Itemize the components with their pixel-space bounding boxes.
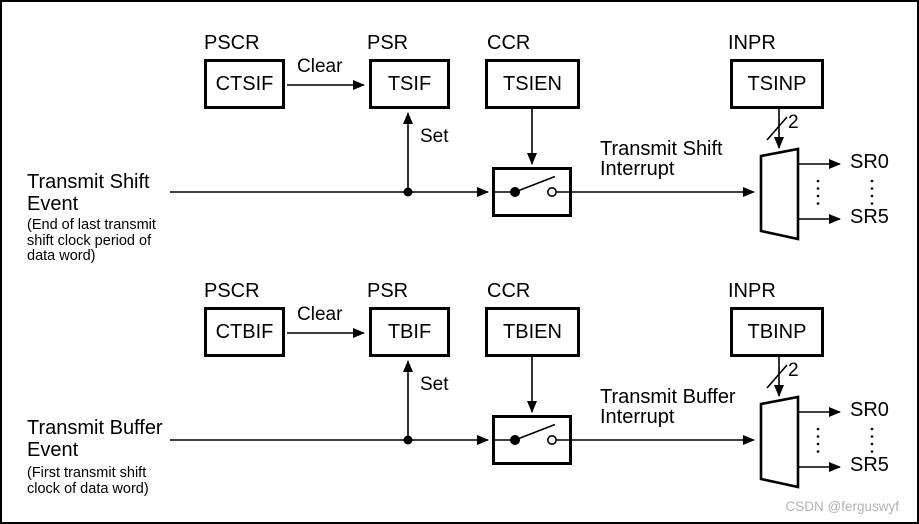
interrupt-label-line2: Interrupt	[600, 405, 675, 428]
event-note: (End of last transmit shift clock period…	[27, 217, 156, 265]
event-note-line3: data word)	[27, 248, 96, 264]
bit-box-enable: TBIEN	[485, 307, 580, 357]
register-label-pscr: PSCR	[204, 32, 260, 54]
register-label-psr: PSR	[367, 32, 409, 54]
demux-shape	[759, 395, 800, 489]
demux-outputs	[798, 159, 874, 224]
event-title: Transmit Buffer Event	[27, 417, 163, 461]
event-title-line1: Transmit Buffer	[27, 417, 163, 439]
register-label-ccr: CCR	[487, 280, 531, 302]
interrupt-label: Transmit Buffer Interrupt	[600, 386, 736, 428]
register-label-inpr: INPR	[728, 32, 776, 54]
switch-lever	[514, 423, 556, 441]
interrupt-label-line1: Transmit Shift	[600, 138, 723, 160]
event-title-line1: Transmit Shift	[27, 171, 150, 193]
bit-box-clear-flag: CTBIF	[204, 307, 285, 357]
register-label-psr: PSR	[367, 280, 409, 302]
switch-contact	[546, 435, 557, 446]
output-label-sr5: SR5	[850, 206, 889, 228]
bit-box-enable: TSIEN	[485, 59, 580, 109]
bus-width-label: 2	[788, 112, 799, 133]
output-label-sr5: SR5	[850, 454, 889, 476]
event-line	[170, 435, 489, 445]
event-title-line2: Event	[27, 192, 79, 215]
register-label-ccr: CCR	[487, 32, 531, 54]
event-line	[170, 187, 489, 197]
output-label-sr0: SR0	[850, 151, 889, 173]
bit-box-flag: TSIF	[369, 59, 450, 109]
event-note-line1: (First transmit shift	[27, 465, 147, 481]
set-label: Set	[420, 126, 449, 147]
event-title-line2: Event	[27, 438, 79, 461]
interrupt-switch	[492, 167, 755, 217]
interrupt-label-line2: Interrupt	[600, 157, 675, 180]
interrupt-switch	[492, 415, 755, 465]
clear-label: Clear	[297, 304, 343, 325]
switch-lever	[514, 175, 556, 193]
set-label: Set	[420, 374, 449, 395]
bit-box-priority: TBINP	[730, 307, 824, 357]
bus-width-slash	[766, 116, 788, 141]
section-transmit-shift: PSCR PSR CCR INPR CTSIF TSIF TSIEN TSINP…	[2, 2, 917, 278]
bit-box-clear-flag: CTSIF	[204, 59, 285, 109]
event-note: (First transmit shift clock of data word…	[27, 465, 149, 497]
output-label-sr0: SR0	[850, 399, 889, 421]
priority-select-line	[766, 357, 788, 397]
ellipsis-dots	[816, 427, 874, 453]
register-label-inpr: INPR	[728, 280, 776, 302]
event-note-line2: clock of data word)	[27, 480, 149, 497]
interrupt-label: Transmit Shift Interrupt	[600, 138, 723, 180]
priority-select-line	[766, 109, 788, 149]
register-label-pscr: PSCR	[204, 280, 260, 302]
event-title: Transmit Shift Event	[27, 171, 150, 215]
clear-label: Clear	[297, 56, 343, 77]
watermark-text: CSDN @ferguswyf	[785, 499, 899, 514]
interrupt-label-line1: Transmit Buffer	[600, 386, 736, 408]
bus-width-slash	[766, 364, 788, 389]
event-note-line2: shift clock period of	[27, 232, 152, 249]
section-transmit-buffer: PSCR PSR CCR INPR CTBIF TBIF TBIEN TBINP…	[2, 250, 917, 522]
switch-contact	[546, 187, 557, 198]
wiring-layer-transmit-shift	[170, 80, 874, 241]
demux-shape	[759, 147, 800, 241]
event-note-line1: (End of last transmit	[27, 217, 156, 233]
bit-box-flag: TBIF	[369, 307, 450, 357]
bus-width-label: 2	[788, 360, 799, 381]
ellipsis-dots	[816, 179, 874, 205]
bit-box-priority: TSINP	[730, 59, 824, 109]
demux-outputs	[798, 407, 874, 472]
wiring-layer-transmit-buffer	[170, 328, 874, 489]
